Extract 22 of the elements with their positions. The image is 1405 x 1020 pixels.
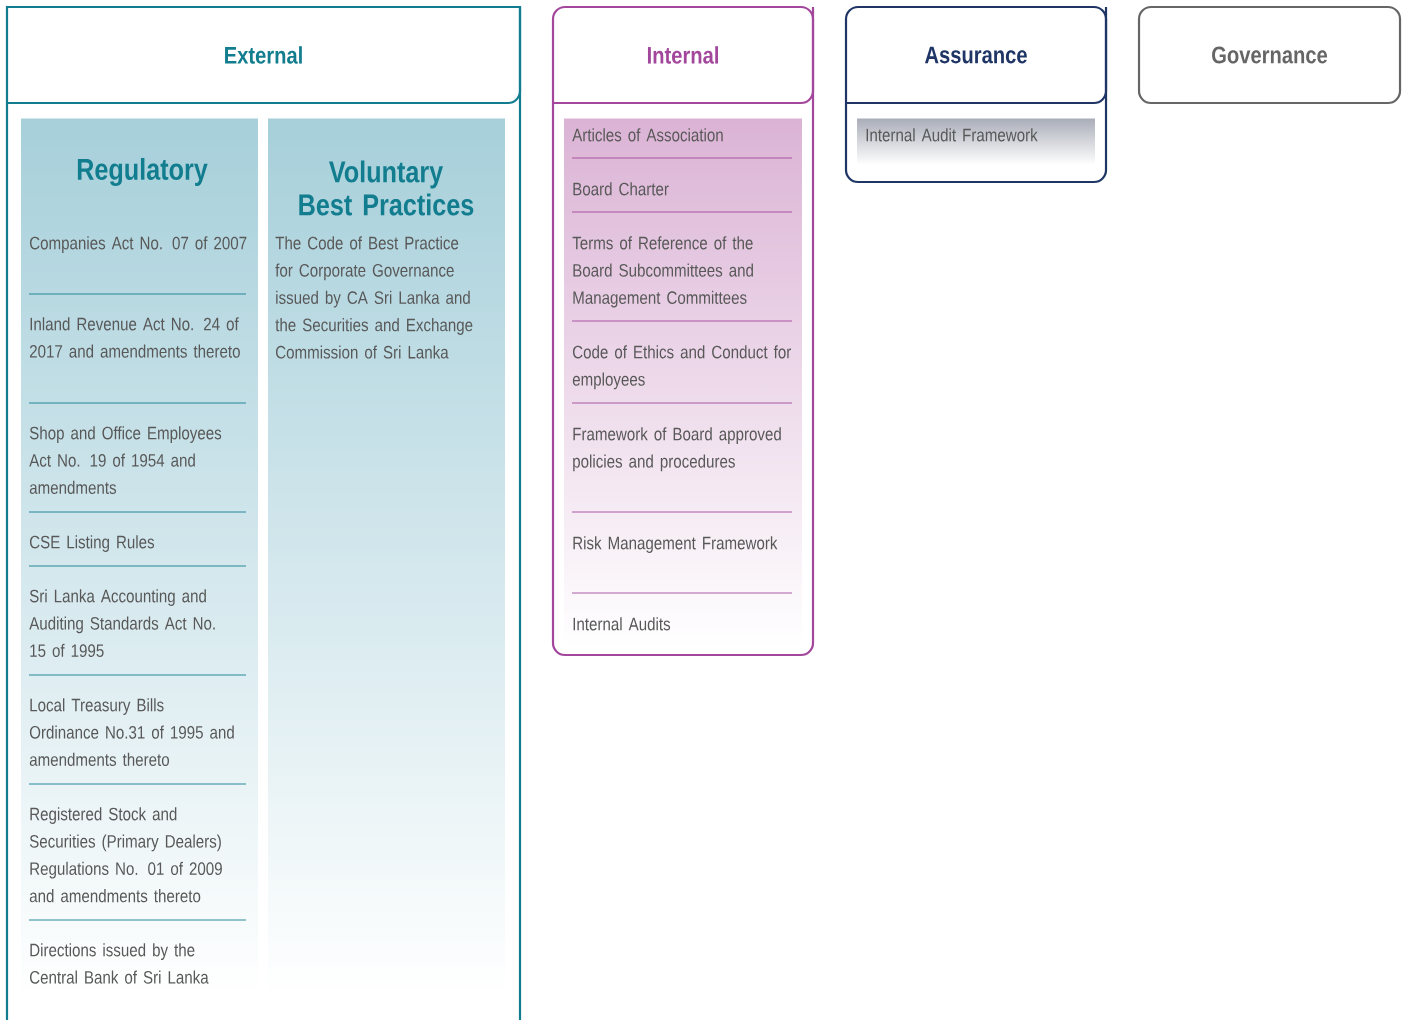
panel-heading: Voluntary Best Practices	[299, 160, 474, 216]
list-item: The Code of Best Practice for Corporate Governance issued by CA Sri Lanka and the Securities and Exchange Commission of Sri Lanka	[275, 236, 473, 359]
list-item: Inland Revenue Act No. 24 of 2017 and amendments thereto	[29, 317, 240, 358]
list-item: Terms of Reference of the Board Subcommittees and Management Committees	[572, 236, 753, 308]
list-item: CSE Listing Rules	[29, 535, 155, 552]
list-item: Local Treasury Bills Ordinance No.31 of 1995 and amendments thereto	[29, 698, 234, 767]
list-item: Internal Audit Framework	[866, 128, 1038, 142]
list-item: Sri Lanka Accounting and Auditing Standards Act No. 15 of 1995	[29, 589, 215, 657]
list-item: Directions issued by the Central Bank of Sri Lanka	[29, 943, 209, 984]
list-item: Internal Audits	[573, 617, 671, 631]
list-item: Registered Stock and Securities (Primary Dealers) Regulations No. 01 of 2009 and amendments thereto	[29, 807, 222, 903]
heading-box: Governance	[1137, 5, 1402, 105]
list-panel	[571, 157, 793, 594]
list-item: Framework of Board approved policies and procedures	[573, 427, 781, 472]
list-item: Code of Ethics and Conduct for employees	[572, 345, 792, 390]
list-item: Shop and Office Employees Act No. 19 of 1954 and amendments	[29, 426, 222, 494]
list-item: Risk Management Framework	[573, 536, 778, 553]
list-item: Articles of Association	[572, 128, 723, 142]
panel-heading: Regulatory	[77, 157, 208, 187]
list-item: Board Charter	[573, 182, 669, 196]
list-item: Companies Act No. 07 of 2007	[29, 236, 247, 253]
list-panel	[28, 293, 247, 921]
